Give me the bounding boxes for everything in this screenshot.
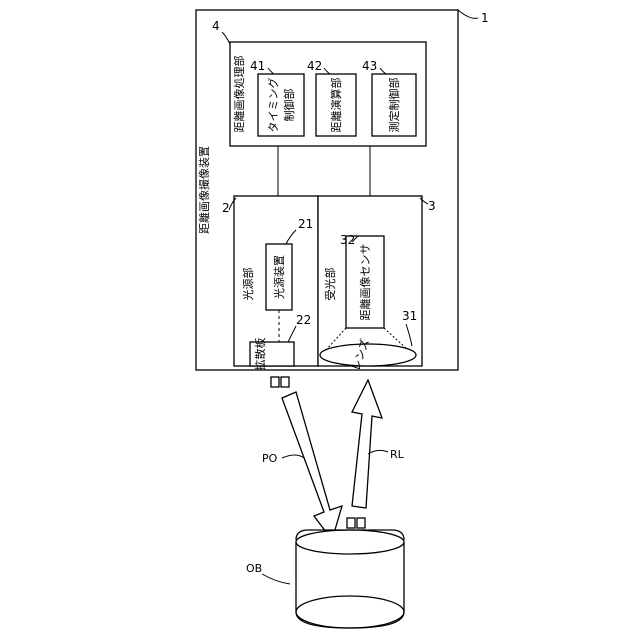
timing-control-label-1: タイミング (266, 78, 280, 133)
sensor-ref: 32 (340, 233, 355, 247)
reflected-pulse-1 (347, 518, 355, 528)
emitted-pulse-1 (271, 377, 279, 387)
diffuser-ref: 22 (296, 313, 311, 327)
light-receiving-ref: 3 (428, 199, 436, 213)
diffuser-label: 拡散板 (253, 338, 267, 371)
distance-calc-ref: 42 (307, 59, 322, 73)
device-title: 距離画像撮像装置 (197, 146, 211, 234)
light-source-device-label: 光源装置 (272, 255, 286, 299)
emitted-label-leader (282, 455, 304, 458)
reflected-label-leader (368, 450, 388, 454)
timing-control-label-2: 制御部 (282, 89, 296, 122)
emitted-light-arrow (282, 392, 342, 540)
light-source-title: 光源部 (241, 268, 255, 301)
reflected-light-label: RL (390, 448, 405, 461)
device-ref: 1 (481, 11, 489, 25)
emitted-light-label: PO (262, 452, 278, 465)
light-receiving-title: 受光部 (323, 268, 337, 301)
timing-control-block (258, 74, 304, 136)
reflected-pulse-2 (357, 518, 365, 528)
light-source-ref: 2 (222, 201, 230, 215)
processing-ref: 4 (212, 19, 220, 33)
object-cylinder (296, 530, 404, 628)
emitted-pulse-2 (281, 377, 289, 387)
lens-ref: 31 (402, 309, 417, 323)
distance-calc-label: 距離演算部 (329, 78, 343, 133)
reflected-light-arrow (352, 380, 382, 508)
processing-unit-title: 距離画像処理部 (232, 56, 246, 133)
light-source-device-ref: 21 (298, 217, 313, 231)
object-label: OB (246, 562, 262, 575)
object-label-leader (262, 574, 290, 584)
measurement-control-ref: 43 (362, 59, 377, 73)
device-ref-leader (458, 10, 478, 18)
measurement-control-label: 測定制御部 (387, 78, 401, 133)
range-image-sensor-label: 距離画像センサ (358, 244, 372, 321)
timing-control-ref: 41 (250, 59, 265, 73)
